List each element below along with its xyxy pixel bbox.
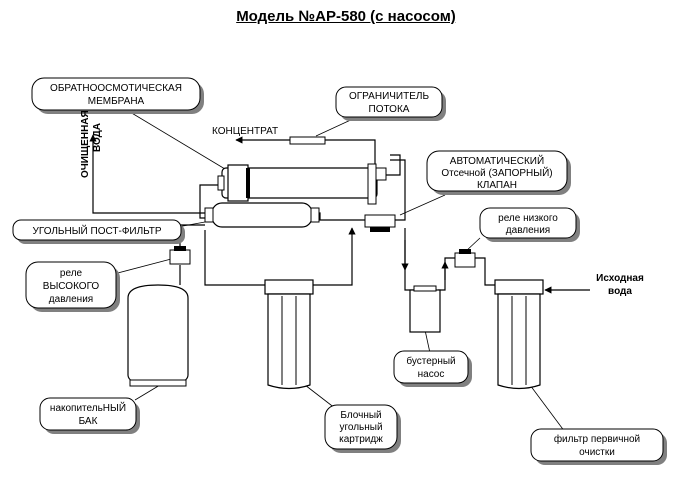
postfilter-up-line bbox=[199, 184, 222, 219]
booster-pump bbox=[409, 285, 441, 333]
membrane-label-line2: МЕМБРАНА bbox=[88, 96, 145, 107]
storage-tank-callout bbox=[39, 397, 137, 431]
block-carbon-cartridge-label-line2: угольный bbox=[339, 422, 382, 433]
high-pressure-switch bbox=[169, 246, 191, 265]
low-pressure-switch bbox=[454, 249, 476, 268]
carbon-post-filter bbox=[204, 202, 320, 228]
high-pressure-switch-callout bbox=[25, 261, 117, 309]
block-carbon-cartridge-callout bbox=[324, 404, 398, 450]
high-pressure-switch-label-line2: ВЫСОКОГО bbox=[43, 281, 100, 292]
purified-water-label-line2: ВОДА bbox=[92, 123, 103, 152]
storage-tank-label-line1: накопительНЫЙ bbox=[50, 401, 126, 414]
prefilter-label-line1: фильтр первичной bbox=[554, 433, 640, 445]
high-pressure-switch-label-line1: реле bbox=[60, 268, 83, 279]
prefilter-cartridge bbox=[494, 279, 544, 390]
carbon-post-filter-callout bbox=[12, 219, 182, 241]
page-title: Модель №АР-580 (с насосом) bbox=[236, 8, 456, 25]
booster-pump-label-line1: бустерный bbox=[406, 355, 455, 367]
carbon-cartridge-line bbox=[204, 230, 265, 286]
prefilter-label-line2: очистки bbox=[579, 447, 615, 458]
source-water-label-line2: вода bbox=[608, 286, 632, 297]
shutoff-valve-label-line1: АВТОМАТИЧЕСКИЙ bbox=[450, 154, 544, 167]
flow-limiter bbox=[289, 136, 326, 145]
prefilter-callout bbox=[530, 428, 664, 462]
lps-to-prefilter-line bbox=[472, 257, 497, 286]
storage-tank-label-line2: БАК bbox=[79, 416, 98, 427]
ro-membrane-housing bbox=[217, 163, 387, 205]
carbon-post-filter-label: УГОЛЬНЫЙ ПОСТ-ФИЛЬТР bbox=[32, 224, 161, 237]
shutoff-valve-label-line3: КЛАПАН bbox=[477, 180, 517, 191]
shutoff-valve-callout bbox=[426, 150, 568, 192]
flow-limiter-label-line1: ОГРАНИЧИТЕЛЬ bbox=[349, 91, 429, 102]
booster-pump-callout bbox=[393, 350, 469, 384]
membrane-callout bbox=[31, 77, 201, 111]
shutoff-valve bbox=[364, 214, 396, 232]
concentrate-label: КОНЦЕНТРАТ bbox=[212, 126, 278, 137]
flow-limiter-label-line2: ПОТОКА bbox=[369, 104, 410, 115]
low-pressure-switch-label-line2: давления bbox=[506, 225, 550, 236]
low-pressure-switch-label-line1: реле низкого bbox=[498, 213, 558, 224]
source-water-label-line1: Исходная bbox=[596, 273, 644, 284]
pump-in-line bbox=[404, 228, 420, 291]
high-pressure-switch-label-line3: давления bbox=[49, 294, 93, 305]
postfilter-to-valve-line bbox=[315, 212, 365, 221]
concentrate-line bbox=[325, 139, 376, 167]
block-carbon-cartridge-label-line3: картридж bbox=[339, 434, 383, 445]
shutoff-valve-label-line2: Отсечной (ЗАПОРНЫЙ) bbox=[441, 166, 552, 179]
membrane-to-valve-line bbox=[385, 154, 401, 176]
valve-right-line bbox=[390, 159, 406, 221]
purified-water-label-line1: ОЧИЩЕННАЯ bbox=[80, 110, 91, 178]
block-carbon-cartridge-label-line1: Блочный bbox=[340, 410, 381, 421]
purified-water-line bbox=[89, 134, 205, 214]
booster-pump-label-line2: насос bbox=[418, 369, 445, 380]
low-pressure-switch-callout bbox=[479, 207, 577, 239]
membrane-label-line1: ОБРАТНООСМОТИЧЕСКАЯ bbox=[50, 83, 182, 94]
block-carbon-cartridge bbox=[264, 279, 314, 390]
flow-limiter-callout bbox=[335, 86, 443, 118]
carbon-out-line bbox=[312, 227, 356, 286]
storage-tank bbox=[127, 284, 189, 387]
